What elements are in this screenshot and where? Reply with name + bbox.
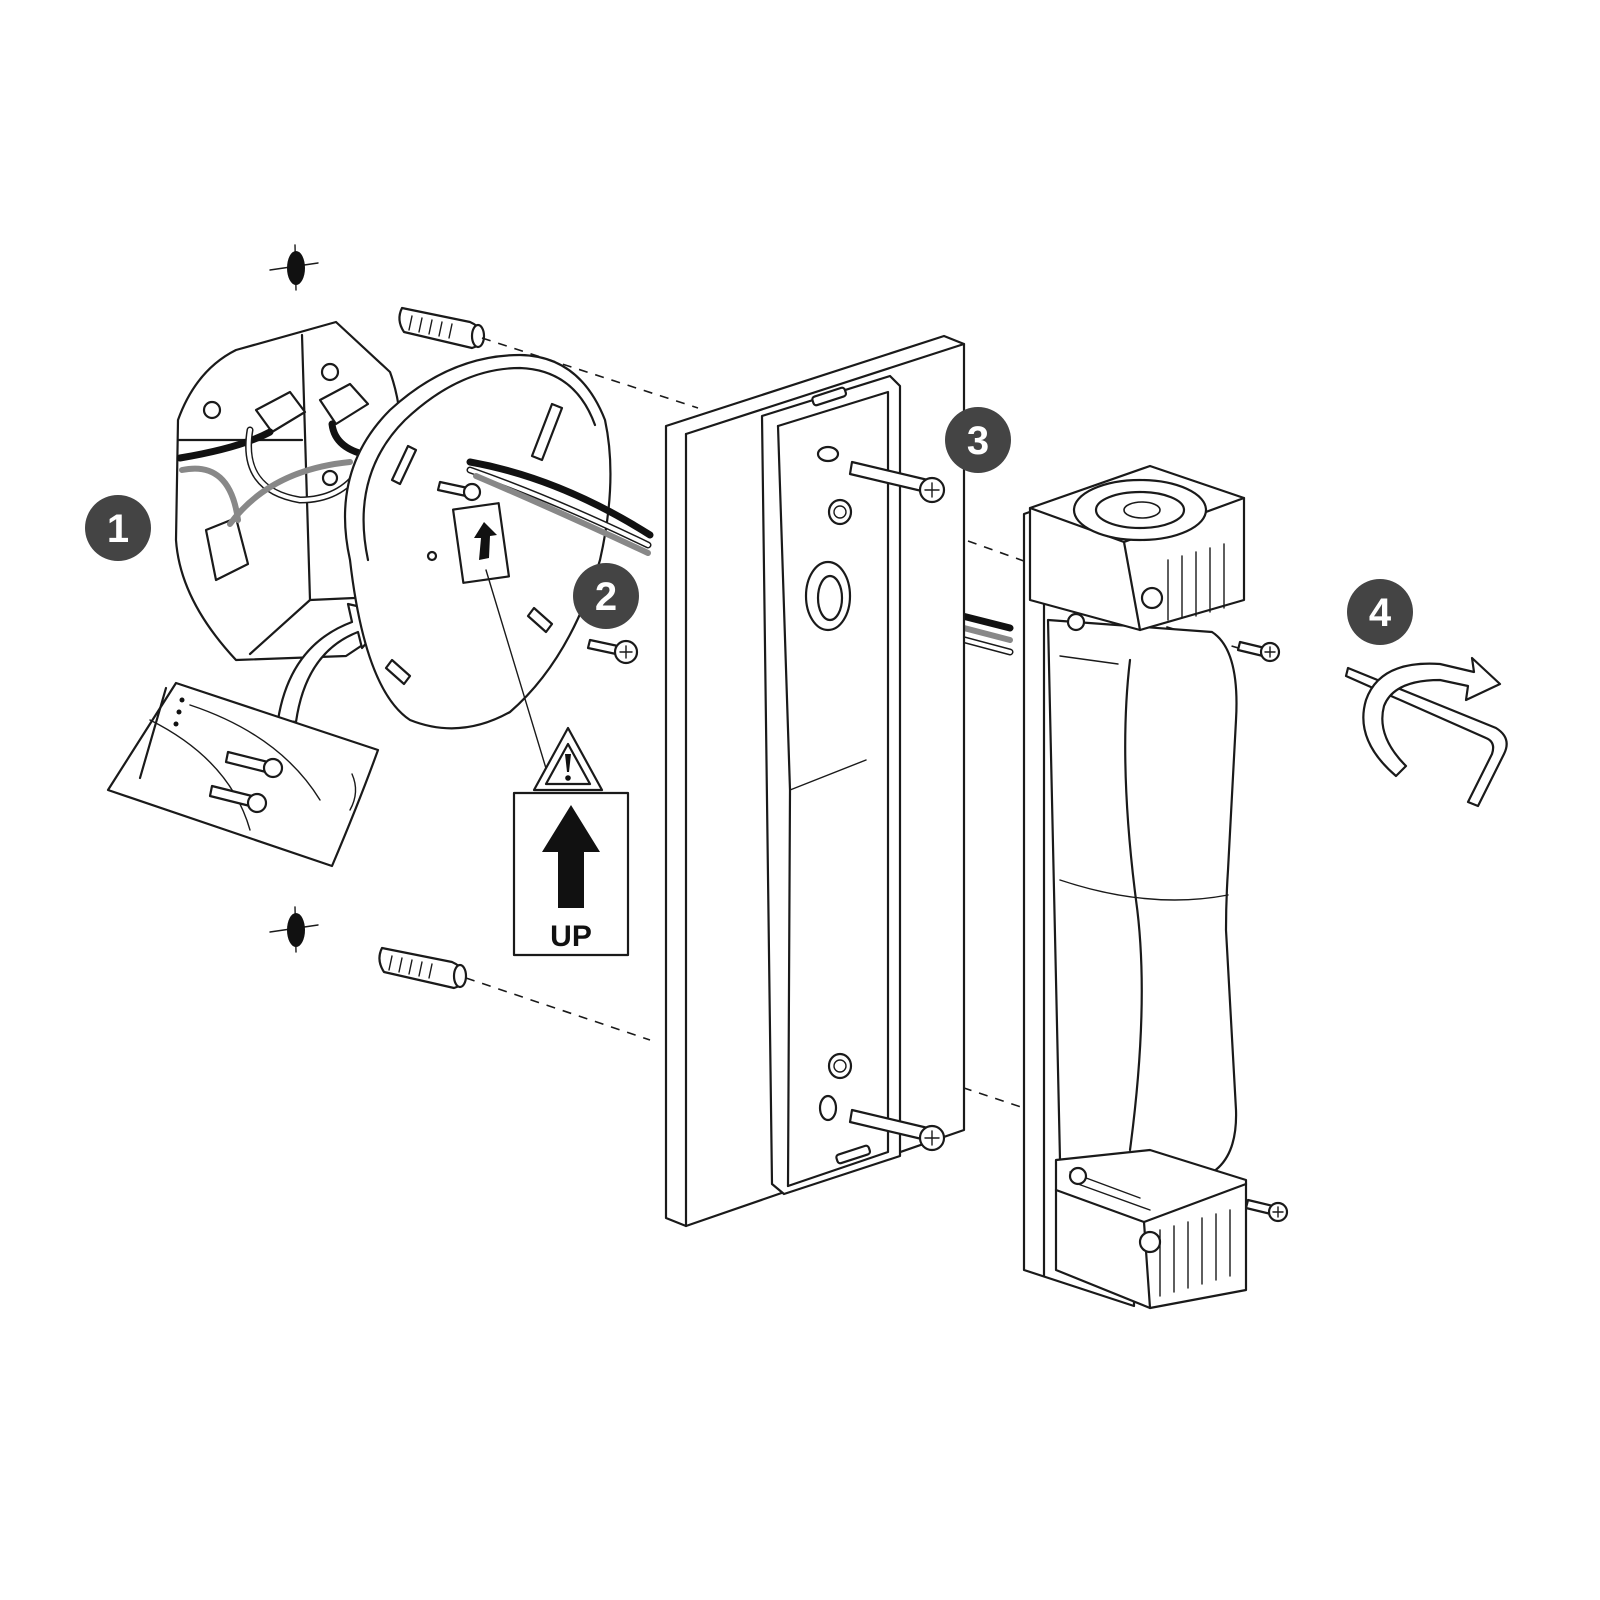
step-badge-2: 2 bbox=[573, 563, 639, 629]
svg-text:2: 2 bbox=[595, 575, 617, 619]
junction-box bbox=[174, 320, 404, 662]
step-badge-circle bbox=[85, 495, 151, 561]
mounting-plate bbox=[344, 353, 612, 776]
up-label-text: UP bbox=[550, 920, 592, 953]
wall-anchor-bottom bbox=[378, 946, 468, 990]
svg-text:3: 3 bbox=[967, 419, 989, 463]
drill-mark-top bbox=[269, 244, 319, 291]
fixture-screw-bottom bbox=[1244, 1198, 1289, 1223]
backplate-screw-top bbox=[848, 460, 946, 504]
backplate bbox=[664, 334, 966, 1228]
step-badge-3: 3 bbox=[945, 407, 1011, 473]
allen-key bbox=[1344, 666, 1508, 808]
rotation-arrow bbox=[1362, 656, 1502, 778]
plate-screw-top bbox=[436, 480, 482, 502]
light-fixture bbox=[1022, 464, 1248, 1310]
svg-text:4: 4 bbox=[1369, 591, 1392, 635]
up-label: UP bbox=[512, 791, 630, 957]
backplate-screw-bottom bbox=[848, 1108, 946, 1152]
svg-text:1: 1 bbox=[107, 507, 129, 551]
step-badge-4: 4 bbox=[1347, 579, 1413, 645]
screw-bag bbox=[106, 681, 380, 868]
step-badge-circle bbox=[573, 563, 639, 629]
drill-mark-bottom bbox=[269, 906, 319, 953]
step-badge-circle bbox=[1347, 579, 1413, 645]
step-badge-circle bbox=[945, 407, 1011, 473]
wall-anchor-top bbox=[398, 306, 486, 350]
warning-icon bbox=[532, 726, 604, 792]
fixture-screw-top bbox=[1236, 640, 1281, 663]
plate-screw-right bbox=[586, 638, 639, 665]
step-badge-1: 1 bbox=[85, 495, 151, 561]
